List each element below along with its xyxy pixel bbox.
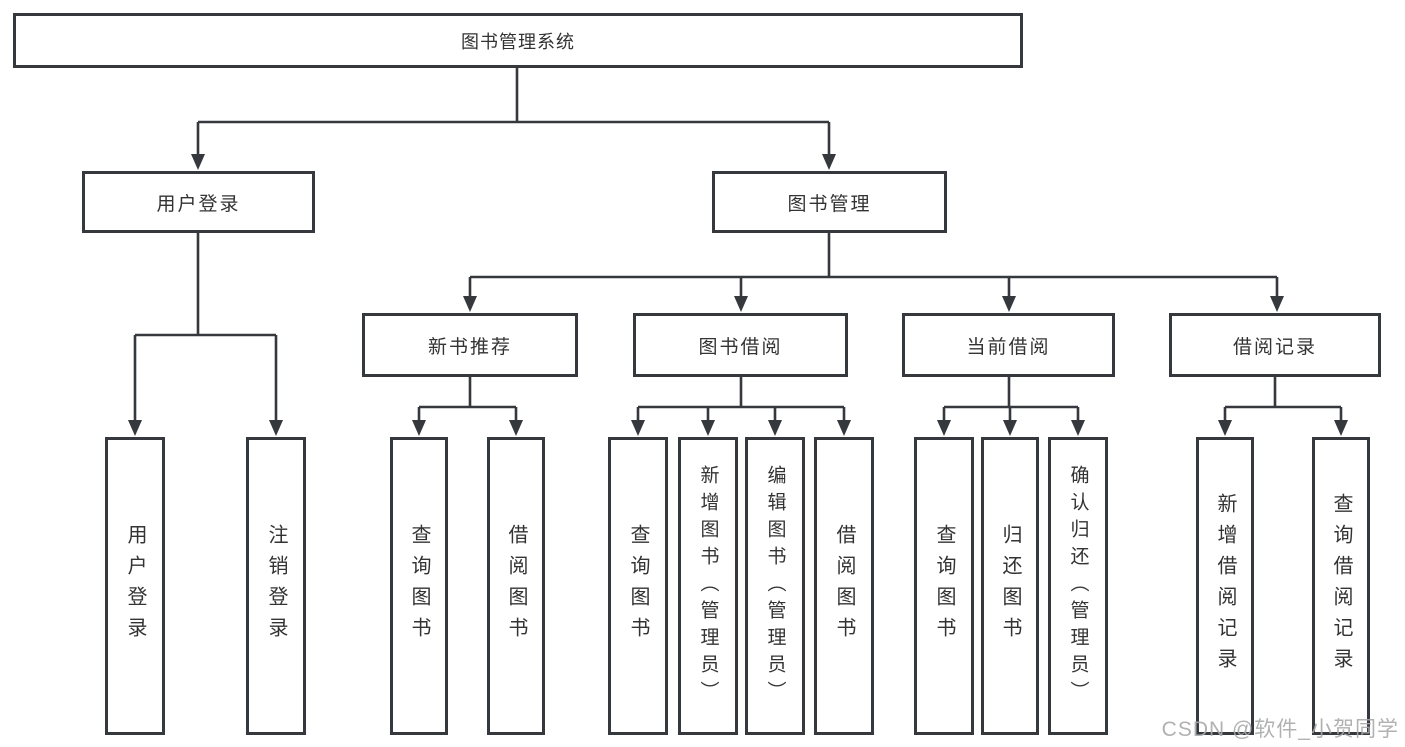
arrow-down-icon	[631, 420, 645, 436]
leaf-label: 新增图书（管理员）	[697, 464, 719, 708]
node-root-library-system: 图书管理系统	[13, 13, 1023, 68]
arrow-down-icon	[1218, 420, 1232, 436]
arrow-down-icon	[463, 296, 477, 312]
connector-current-to-leaves	[942, 377, 1080, 424]
leaf-label: 借阅图书	[833, 524, 855, 648]
leaf-borrow-query-books: 查询图书	[608, 437, 668, 735]
leaf-label: 借阅图书	[505, 524, 527, 648]
leaf-label: 确认归还（管理员）	[1067, 464, 1089, 708]
node-label: 当前借阅	[966, 336, 1051, 358]
connector-book-mgmt-to-modules	[468, 233, 1279, 300]
leaf-label: 归还图书	[999, 524, 1021, 648]
leaf-label: 查询图书	[627, 524, 649, 648]
arrowheads	[128, 154, 1348, 436]
leaf-label: 查询图书	[408, 524, 430, 648]
leaf-current-query-books: 查询图书	[914, 437, 974, 735]
arrow-down-icon	[734, 296, 748, 312]
arrow-down-icon	[412, 420, 426, 436]
connector-root-to-branches	[196, 68, 831, 156]
connector-records-to-leaves	[1223, 377, 1343, 424]
leaf-label: 注销登录	[265, 524, 287, 648]
connector-recommend-to-leaves	[417, 377, 518, 424]
arrow-down-icon	[937, 420, 951, 436]
leaf-label: 新增借阅记录	[1214, 493, 1236, 679]
node-book-management-branch: 图书管理	[712, 171, 947, 233]
leaf-label: 查询图书	[933, 524, 955, 648]
leaf-borrow-edit-books-admin: 编辑图书（管理员）	[745, 437, 805, 735]
arrow-down-icon	[768, 420, 782, 436]
csdn-watermark: CSDN @软件_小贺同学	[1161, 718, 1399, 741]
node-current-borrow: 当前借阅	[902, 313, 1115, 377]
arrow-down-icon	[822, 154, 836, 170]
leaf-records-query-record: 查询借阅记录	[1312, 437, 1370, 735]
leaf-label: 编辑图书（管理员）	[764, 464, 786, 708]
node-new-book-recommend: 新书推荐	[362, 313, 578, 377]
leaf-user-login: 用户登录	[105, 437, 165, 735]
node-label: 借阅记录	[1232, 336, 1317, 358]
arrow-down-icon	[701, 420, 715, 436]
leaf-current-return-books: 归还图书	[981, 437, 1039, 735]
connector-borrow-to-leaves	[636, 377, 846, 424]
leaf-recommend-borrow-books: 借阅图书	[487, 437, 545, 735]
node-label: 新书推荐	[427, 336, 512, 358]
arrow-down-icon	[128, 420, 142, 436]
node-borrow-records: 借阅记录	[1169, 313, 1381, 377]
leaf-borrow-borrow-books: 借阅图书	[814, 437, 874, 735]
arrow-down-icon	[191, 154, 205, 170]
node-user-login-branch: 用户登录	[82, 171, 315, 233]
leaf-records-add-record: 新增借阅记录	[1196, 437, 1254, 735]
arrow-down-icon	[509, 420, 523, 436]
arrow-down-icon	[269, 420, 283, 436]
leaf-current-confirm-return-admin: 确认归还（管理员）	[1048, 437, 1108, 735]
node-label: 用户登录	[156, 193, 241, 215]
arrow-down-icon	[837, 420, 851, 436]
arrow-down-icon	[1334, 420, 1348, 436]
arrow-down-icon	[1003, 420, 1017, 436]
arrow-down-icon	[1002, 296, 1016, 312]
leaf-logout: 注销登录	[246, 437, 306, 735]
node-label: 图书管理	[787, 193, 872, 215]
leaf-recommend-query-books: 查询图书	[390, 437, 448, 735]
node-label: 图书管理系统	[461, 31, 575, 52]
connector-user-login-to-leaves	[133, 233, 278, 424]
arrow-down-icon	[1270, 296, 1284, 312]
node-book-borrow: 图书借阅	[633, 313, 848, 377]
leaf-label: 用户登录	[124, 524, 146, 648]
arrow-down-icon	[1071, 420, 1085, 436]
leaf-borrow-add-books-admin: 新增图书（管理员）	[678, 437, 738, 735]
leaf-label: 查询借阅记录	[1330, 493, 1352, 679]
node-label: 图书借阅	[698, 336, 783, 358]
